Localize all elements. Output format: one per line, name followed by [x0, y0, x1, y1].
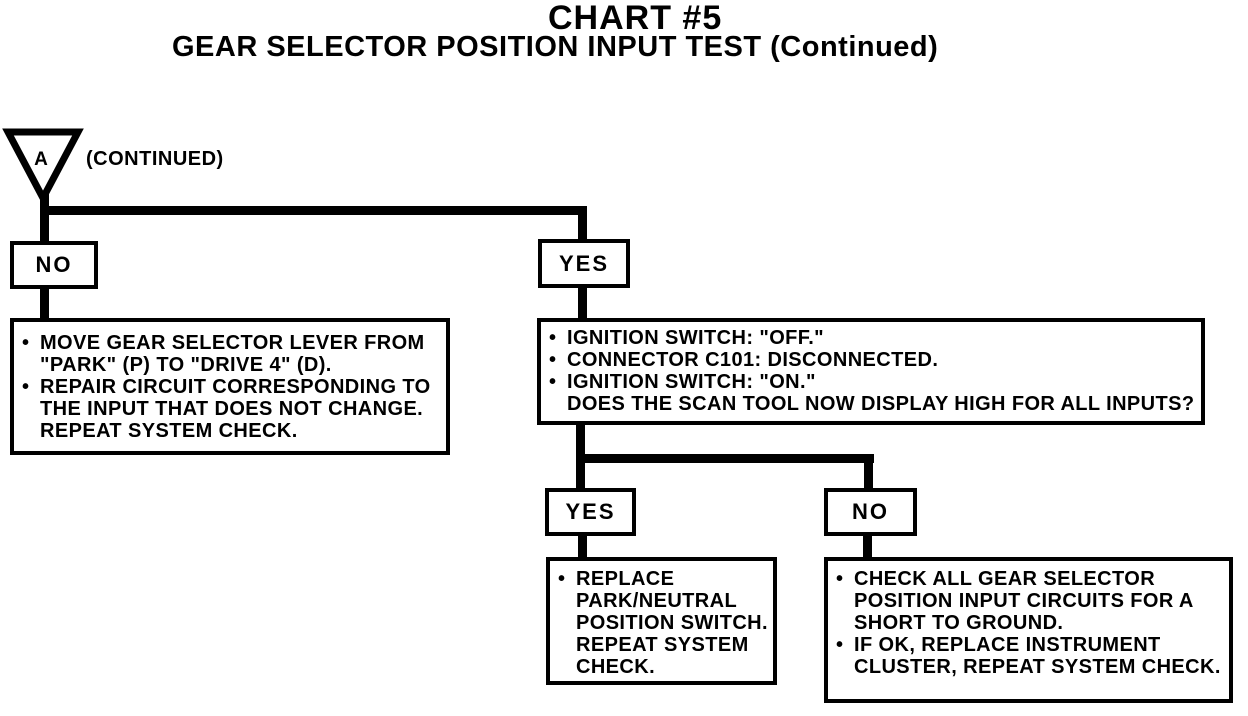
flow-text-line: CLUSTER, REPEAT SYSTEM CHECK. — [836, 656, 1223, 678]
decision-yes-bottom: YES — [545, 488, 636, 536]
connector-line-triangle-down — [40, 190, 49, 243]
flow-text: REPEAT SYSTEM CHECK. — [40, 420, 298, 442]
flow-text: CHECK ALL GEAR SELECTOR — [854, 568, 1156, 590]
flow-text-line: DOES THE SCAN TOOL NOW DISPLAY HIGH FOR … — [549, 393, 1195, 415]
flow-text: CLUSTER, REPEAT SYSTEM CHECK. — [854, 656, 1221, 678]
flow-text: CHECK. — [576, 656, 656, 678]
flow-text: DOES THE SCAN TOOL NOW DISPLAY HIGH FOR … — [567, 393, 1195, 415]
connector-line-no2-stub — [864, 454, 873, 490]
flow-text-line: • IF OK, REPLACE INSTRUMENT — [836, 634, 1223, 656]
flow-text-line: • REPLACE — [558, 568, 767, 590]
bullet-marker — [836, 656, 854, 678]
bullet-marker — [558, 612, 576, 634]
flow-text: REPLACE — [576, 568, 675, 590]
bullet-marker: • — [549, 349, 557, 371]
flow-text-line: SHORT TO GROUND. — [836, 612, 1223, 634]
bullet-marker — [549, 393, 567, 415]
flow-text-line: • IGNITION SWITCH: "ON." — [549, 371, 1195, 393]
bullet-marker: • — [549, 327, 557, 349]
flow-text: IGNITION SWITCH: "ON." — [567, 371, 816, 393]
connector-line-yes-top-stub — [578, 210, 587, 241]
flow-text-line: • CONNECTOR C101: DISCONNECTED. — [549, 349, 1195, 371]
bullet-marker — [22, 354, 40, 376]
connector-line-branch-horizontal — [576, 454, 874, 463]
decision-label: NO — [852, 499, 889, 524]
flow-text: MOVE GEAR SELECTOR LEVER FROM — [40, 332, 425, 354]
bullet-marker: • — [22, 376, 30, 398]
action-box-no-branch: • MOVE GEAR SELECTOR LEVER FROM "PARK" (… — [10, 318, 450, 455]
flow-text-line: • REPAIR CIRCUIT CORRESPONDING TO — [22, 376, 440, 398]
flow-text: IGNITION SWITCH: "OFF." — [567, 327, 825, 349]
bullet-marker — [558, 590, 576, 612]
decision-no-top: NO — [10, 241, 98, 289]
connector-line-no-to-action — [40, 287, 49, 320]
flow-text-line: "PARK" (P) TO "DRIVE 4" (D). — [22, 354, 440, 376]
chart-title: CHART #5 — [548, 0, 723, 37]
decision-label: YES — [565, 499, 616, 524]
bullet-marker: • — [558, 568, 566, 590]
flow-text-line: CHECK. — [558, 656, 767, 678]
flow-text: REPAIR CIRCUIT CORRESPONDING TO — [40, 376, 431, 398]
flow-text: SHORT TO GROUND. — [854, 612, 1064, 634]
decision-yes-top: YES — [538, 239, 630, 288]
flow-text-line: THE INPUT THAT DOES NOT CHANGE. — [22, 398, 440, 420]
flow-text: IF OK, REPLACE INSTRUMENT — [854, 634, 1161, 656]
flow-text-line: REPEAT SYSTEM CHECK. — [22, 420, 440, 442]
bullet-marker — [558, 656, 576, 678]
flow-text-line: • MOVE GEAR SELECTOR LEVER FROM — [22, 332, 440, 354]
flow-text-line: POSITION INPUT CIRCUITS FOR A — [836, 590, 1223, 612]
flow-text-line: • CHECK ALL GEAR SELECTOR — [836, 568, 1223, 590]
connector-line-top-horizontal — [40, 206, 587, 215]
flow-text-line: POSITION SWITCH. — [558, 612, 768, 634]
bullet-marker — [836, 612, 854, 634]
flow-text: POSITION INPUT CIRCUITS FOR A — [854, 590, 1194, 612]
bullet-marker — [836, 590, 854, 612]
bullet-marker: • — [836, 634, 844, 656]
decision-label: YES — [558, 250, 610, 276]
connector-line-yes-to-action — [578, 286, 587, 322]
continuation-triangle-icon: A — [2, 128, 84, 206]
continuation-triangle-label: A — [34, 149, 48, 170]
connector-line-yes2-to-action — [578, 533, 587, 559]
bullet-marker — [22, 420, 40, 442]
flow-text-line: • IGNITION SWITCH: "OFF." — [549, 327, 1195, 349]
bullet-marker: • — [836, 568, 844, 590]
flow-text: THE INPUT THAT DOES NOT CHANGE. — [40, 398, 424, 420]
decision-label: NO — [35, 252, 73, 277]
action-box-yes-branch: • IGNITION SWITCH: "OFF." • CONNECTOR C1… — [537, 318, 1205, 425]
bullet-marker: • — [549, 371, 557, 393]
flow-text: REPEAT SYSTEM — [576, 634, 749, 656]
chart-subtitle: GEAR SELECTOR POSITION INPUT TEST (Conti… — [172, 31, 939, 63]
decision-no-bottom: NO — [824, 488, 917, 536]
bullet-marker — [22, 398, 40, 420]
flow-text-line: PARK/NEUTRAL — [558, 590, 767, 612]
flow-text: PARK/NEUTRAL — [576, 590, 738, 612]
action-box-no2-branch: • CHECK ALL GEAR SELECTOR POSITION INPUT… — [824, 557, 1233, 703]
connector-line-no2-to-action — [863, 533, 872, 559]
flow-text: CONNECTOR C101: DISCONNECTED. — [567, 349, 939, 371]
action-box-yes2-branch: • REPLACE PARK/NEUTRAL POSITION SWITCH. … — [546, 557, 777, 685]
bullet-marker — [558, 634, 576, 656]
flow-text-line: REPEAT SYSTEM — [558, 634, 767, 656]
bullet-marker: • — [22, 332, 30, 354]
flow-text: "PARK" (P) TO "DRIVE 4" (D). — [40, 354, 332, 376]
continued-note: (CONTINUED) — [86, 148, 224, 170]
flow-text: POSITION SWITCH. — [576, 612, 768, 634]
